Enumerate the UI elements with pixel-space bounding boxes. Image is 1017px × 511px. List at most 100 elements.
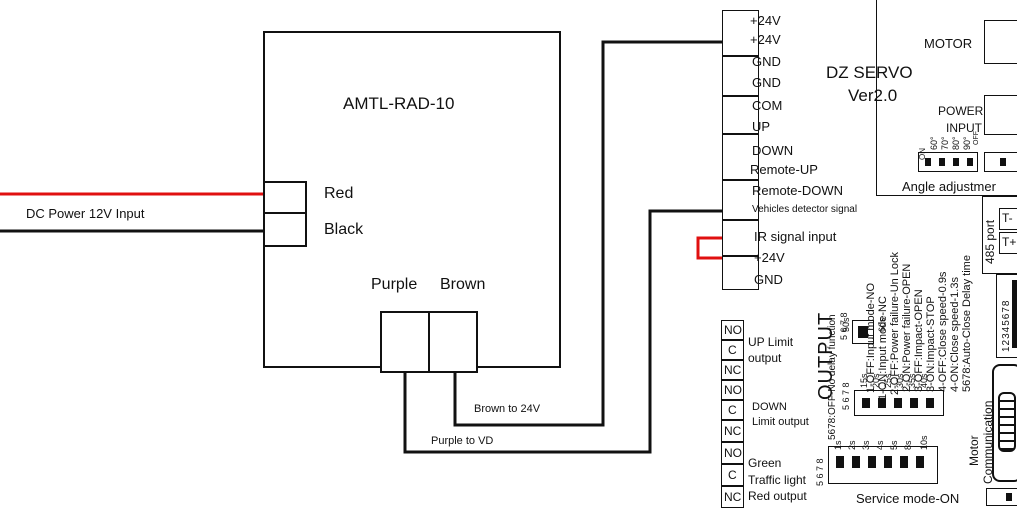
terminal-label: +24V [750,32,781,47]
angle-value: 90° [962,136,972,150]
brown-wire-label: Brown to 24V [474,403,541,415]
angle-value: 80° [951,136,961,150]
power-input-label: DC Power 12V Input [26,206,145,221]
relay-contact-label: C [728,468,737,482]
dip-knob [884,456,892,468]
terminal-label: GND [752,75,781,90]
t-minus-terminal [999,208,1017,230]
angle-on-label: ON [918,148,927,160]
time-label: 35s [907,373,917,388]
port-485-panel [982,196,1017,274]
dip-knob [858,326,868,338]
t-plus-terminal [999,232,1017,254]
dip-knob [926,398,934,408]
purple-terminal [380,311,430,373]
dip-knob [910,398,918,408]
dip-numbers: 5 6 7 8 [841,382,851,410]
black-pin-label: Black [324,221,364,238]
time-label: 2s [847,440,857,450]
relay-group-label: DOWN [752,401,787,413]
relay-contact-label: NO [724,323,742,337]
time-label: 50s [841,317,851,332]
relay-contact [721,320,744,340]
terminal-label: Vehicles detector signal [752,204,858,215]
right-dip-switch [984,152,1017,172]
terminal-label: DOWN [752,143,794,158]
motor-connector [984,20,1017,64]
terminal-label: UP [752,119,771,134]
time-label: 60s [877,317,887,332]
relay-contact [721,464,744,486]
relay-contact [721,340,744,360]
dip-digits: 12345678 [1001,299,1012,353]
relay-group-label: Green [748,456,782,470]
relay-contact-label: C [728,343,737,357]
dip-knob [1000,158,1006,166]
relay-contact [721,420,744,442]
red-pin-label: Red [324,185,354,202]
terminal-label: Remote-DOWN [752,183,844,198]
relay-contact [721,442,744,464]
relay-group-label: output [748,351,782,365]
power-input-bottom: INPUT [946,121,982,135]
device-title: AMTL-RAD-10 [343,94,455,113]
dip-knob [953,158,959,166]
controller-board: +24V +24V GND GND COM UP DOWN Remote-UP … [716,0,1017,511]
dip-knob [925,158,931,166]
terminal-label: GND [754,272,783,287]
dip-knob [868,456,876,468]
purple-pin-label: Purple [371,276,418,293]
dip-knob [852,456,860,468]
black-terminal [263,212,307,247]
time-label: 15s [859,373,869,388]
terminal-label: +24V [754,250,785,265]
terminal-label: GND [752,54,781,69]
time-label: 4s [875,440,885,450]
dip-switch-block-c [828,446,938,484]
service-dip-switch [986,488,1017,506]
power-connector [984,95,1017,135]
board-title: DZ SERVO [826,63,913,82]
relay-contact-label: NO [724,446,742,460]
time-label: 3s [861,440,871,450]
time-label: 8s [903,440,913,450]
function-line: 4-OFF:Close speed-0.9s [937,271,949,392]
dip-knob [836,456,844,468]
relay-group-label: Red output [748,489,807,503]
relay-contact-label: NC [724,424,742,438]
motor-comm-label: Motor [967,435,981,466]
function-line: 4-ON:Close speed-1.3s [949,277,961,392]
dip-knob [1012,280,1017,348]
function-line: 5678:Auto-Close Delay time [961,255,973,392]
dip-knob [967,158,973,166]
relay-contact [721,380,744,400]
angle-adjust-label: Angle adjustmer [902,179,996,194]
dip-knob [878,398,886,408]
purple-wire-label: Purple to VD [431,435,494,447]
service-mode-label: Service mode-ON [856,491,960,506]
time-label: 20s [871,373,881,388]
upper-panel [876,0,1017,196]
brown-pin-label: Brown [440,276,486,293]
angle-dip-switch [918,152,978,172]
terminal-strip-box [722,56,759,96]
dip-knob [1006,493,1012,501]
relay-contact-label: NC [724,490,742,504]
port-485-label: 485 port [983,219,997,264]
t-plus-label: T+ [1002,235,1017,249]
dip-knob [939,158,945,166]
no-delay-label: 5678:OFF-No delay function [827,314,838,440]
right-dip-strip [996,274,1017,358]
dip-numbers: 5 6 7 8 [815,458,825,486]
terminal-strip-box [722,10,759,56]
dip-knob [862,398,870,408]
angle-value: 70° [940,136,950,150]
time-label: 40s [919,373,929,388]
time-label: 1s [833,440,843,450]
brown-terminal [428,311,478,373]
db9-connector-icon [992,364,1017,482]
time-label: 10s [919,435,929,450]
relay-contact [721,400,744,420]
relay-contact-label: NO [724,383,742,397]
relay-group-label: Limit output [752,416,809,428]
